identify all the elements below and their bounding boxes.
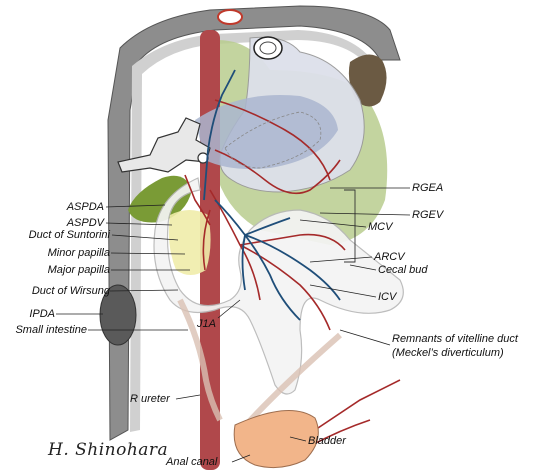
bladder [233, 409, 319, 469]
label-aspda: ASPDA [66, 201, 104, 213]
portal-vein-stump [117, 117, 211, 173]
gallbladder [128, 175, 192, 223]
papilla-region [168, 210, 211, 275]
label-rgea: RGEA [412, 182, 444, 194]
label-arcv: ARCV [374, 251, 405, 263]
label-icv: ICV [378, 291, 397, 303]
label-j1a: J1A [197, 318, 216, 330]
veins [203, 69, 341, 321]
label-duct-of-suntorini: Duct of Suntorini [28, 229, 110, 241]
label-aspdv: ASPDV [66, 217, 104, 229]
label-duct-of-wirsung: Duct of Wirsung [31, 285, 110, 297]
label-major-papilla: Major papilla [47, 264, 110, 276]
label-mcv: MCV [368, 221, 393, 233]
lesser-sac-outline [224, 111, 322, 169]
leader-lines [56, 187, 411, 463]
label-bladder: Bladder [308, 435, 346, 447]
esophagus-opening [253, 36, 283, 60]
label-anal-canal: Anal canal [166, 456, 218, 468]
label-ipda: IPDA [29, 308, 55, 320]
label-r-ureter: R ureter [130, 393, 170, 405]
author-signature: H. Shinohara [48, 440, 169, 460]
label-cecal-bud: Cecal bud [378, 264, 428, 276]
label-meckels-diverticulum: (Meckel’s diverticulum) [392, 347, 504, 359]
pancreas [195, 95, 338, 169]
spleen [348, 54, 387, 107]
label-minor-papilla: Minor papilla [47, 247, 110, 259]
esophagus-lumen [259, 41, 277, 55]
umbilical-ring [217, 9, 243, 25]
label-small-intestine: Small intestine [15, 324, 87, 336]
label-remnants-vitelline-duct: Remnants of vitelline duct [392, 333, 518, 345]
small-intestine [153, 177, 404, 395]
right-ureter [177, 298, 223, 422]
label-rgev: RGEV [412, 209, 444, 221]
